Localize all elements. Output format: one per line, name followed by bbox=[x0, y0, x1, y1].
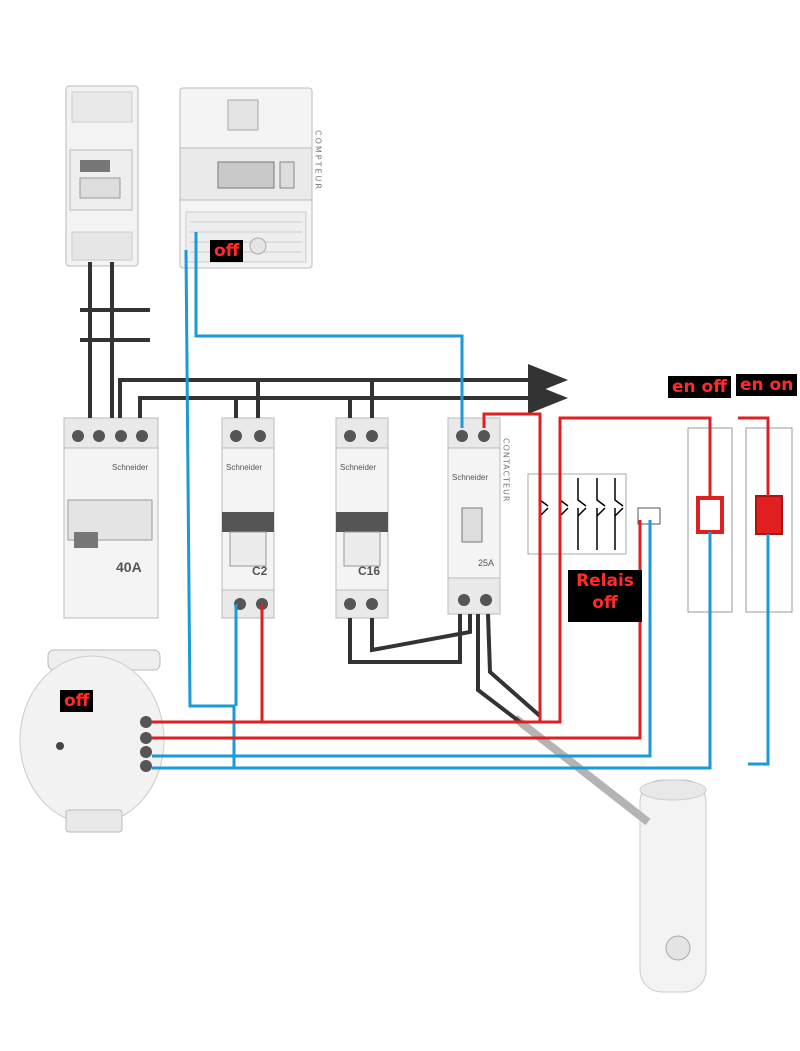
relay-off-label: Relais off bbox=[568, 570, 642, 622]
contactor-rating: 25A bbox=[478, 558, 494, 568]
electric-meter: COMPTEUR bbox=[179, 87, 323, 269]
relay-label-line2: off bbox=[592, 593, 618, 613]
heater-cable bbox=[512, 714, 651, 826]
thermostat-device bbox=[19, 649, 165, 833]
relay-label-line1: Relais bbox=[576, 571, 634, 591]
compteur-label: COMPTEUR bbox=[314, 130, 323, 191]
breaker-c2-brand: Schneider bbox=[226, 463, 262, 472]
contactor-brand: Schneider bbox=[452, 473, 488, 482]
main-breaker-40a: Schneider 40A bbox=[63, 417, 159, 619]
main-breaker-brand: Schneider bbox=[112, 463, 148, 472]
contactor-side-label: CONTACTEUR bbox=[502, 438, 511, 502]
water-heater bbox=[639, 779, 707, 993]
breaker-c16-rating: C16 bbox=[358, 564, 380, 578]
en-off-label: en off bbox=[668, 376, 732, 398]
main-breaker-rating: 40A bbox=[116, 559, 142, 575]
power-wires bbox=[80, 262, 568, 724]
breaker-c2-rating: C2 bbox=[252, 564, 268, 578]
breaker-c2: Schneider C2 bbox=[221, 417, 275, 619]
contactor-25a: Schneider 25A CONTACTEUR bbox=[447, 417, 511, 615]
thermostat-off-label: off bbox=[60, 690, 94, 712]
en-on-label: en on bbox=[736, 374, 798, 396]
neutral-wires bbox=[152, 232, 770, 770]
indicator-on-box bbox=[755, 495, 783, 535]
breaker-c16: Schneider C16 bbox=[335, 417, 389, 619]
disconnect-switch bbox=[65, 85, 139, 267]
indicator-off-box bbox=[696, 496, 724, 534]
meter-off-label: off bbox=[210, 240, 244, 262]
breaker-c16-brand: Schneider bbox=[340, 463, 376, 472]
